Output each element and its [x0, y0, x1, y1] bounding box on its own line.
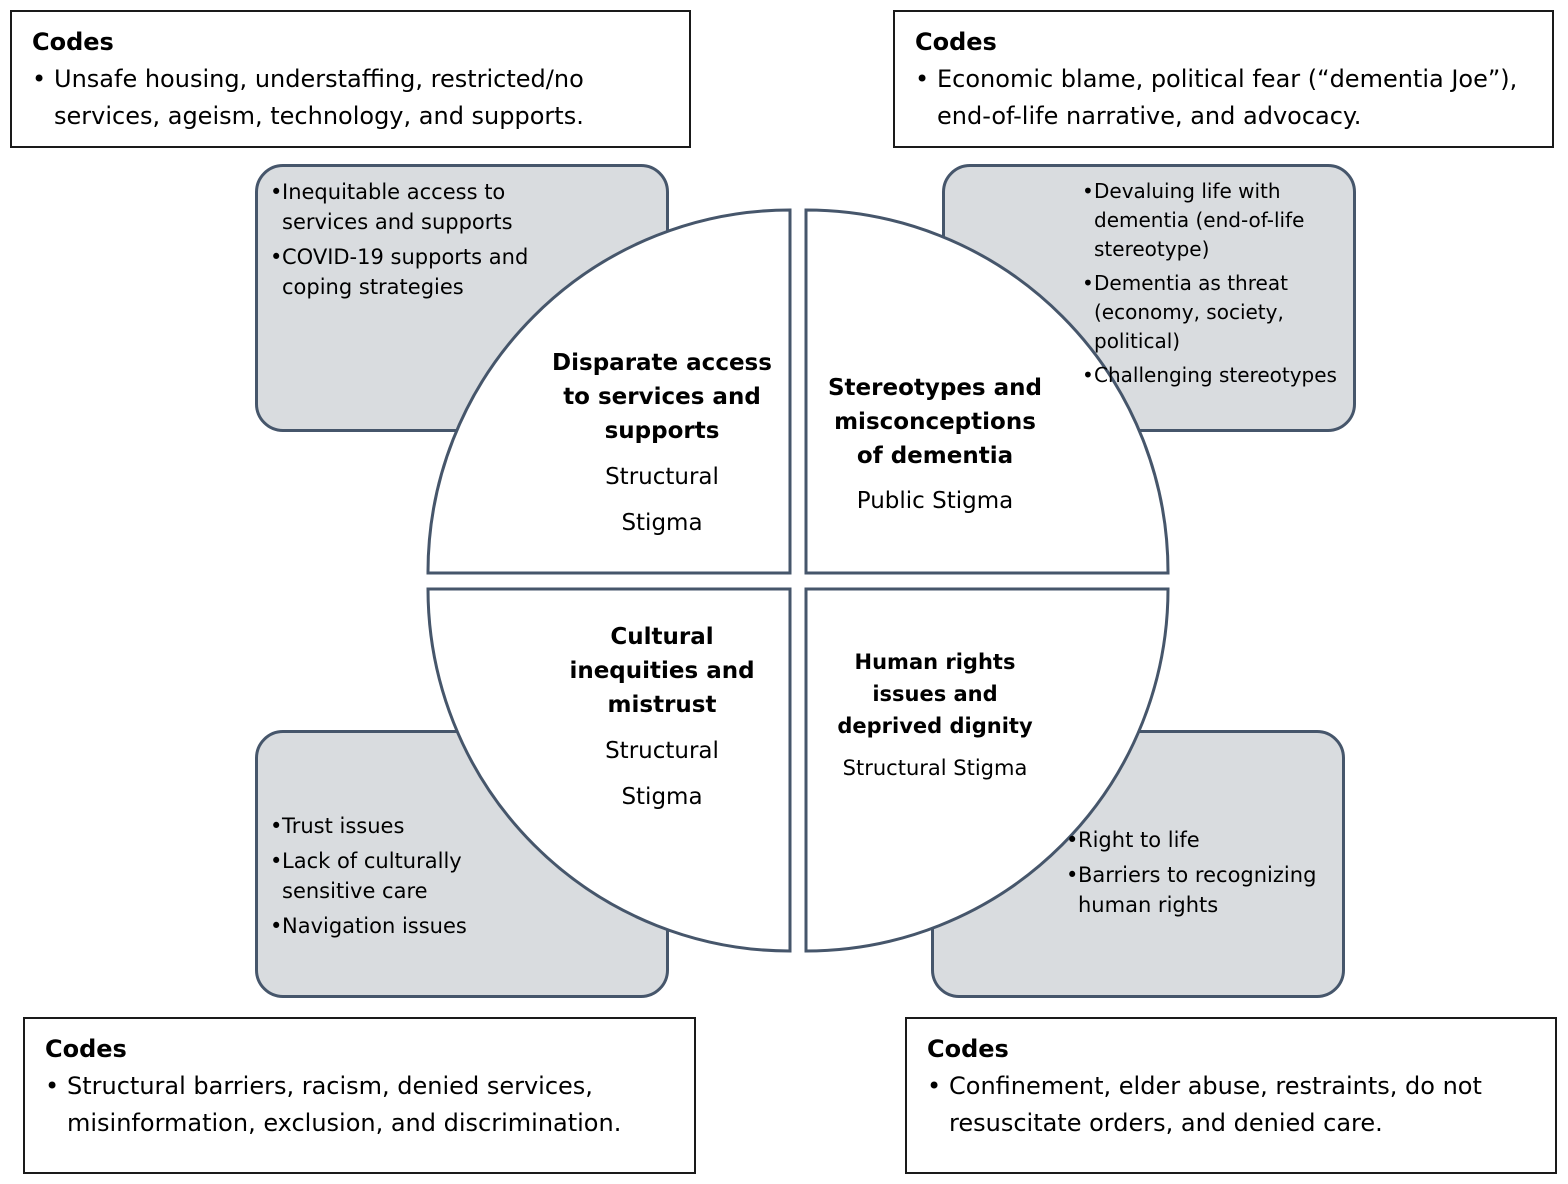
subtheme-list-top-right: Devaluing life with dementia (end-of-lif…: [1082, 177, 1342, 395]
quadrant-bottom-left: [426, 587, 792, 953]
subtheme-item: Navigation issues: [270, 911, 515, 941]
subtheme-list-top-left: Inequitable access to services and suppo…: [270, 177, 560, 307]
subtheme-item: Devaluing life with dementia (end-of-lif…: [1082, 177, 1342, 264]
codes-title: Codes: [45, 1035, 127, 1063]
subtheme-list-bottom-left: Trust issues Lack of culturally sensitiv…: [270, 811, 515, 946]
codes-text: Structural barriers, racism, denied serv…: [45, 1068, 674, 1142]
subtheme-item: Right to life: [1066, 825, 1341, 855]
stigma-type: Structural: [605, 464, 719, 490]
quadrant-label-bottom-left: Cultural inequities and mistrust Structu…: [563, 620, 761, 814]
codes-box-top-left: Codes Unsafe housing, understaffing, res…: [10, 10, 691, 148]
quadrant-label-top-right: Stereotypes and misconceptions of dement…: [826, 371, 1044, 518]
codes-box-bottom-left: Codes Structural barriers, racism, denie…: [23, 1017, 696, 1174]
theme-title: Cultural inequities and mistrust: [569, 624, 755, 718]
subtheme-item: Inequitable access to services and suppo…: [270, 177, 560, 237]
theme-title: Human rights issues and deprived dignity: [837, 650, 1033, 738]
theme-title: Stereotypes and misconceptions of dement…: [827, 375, 1042, 469]
subtheme-item: Dementia as threat (economy, society, po…: [1082, 269, 1342, 356]
codes-text: Economic blame, political fear (“dementi…: [915, 61, 1532, 135]
stigma-type: Stigma: [621, 784, 703, 810]
quadrant-top-right: [804, 208, 1170, 575]
codes-box-top-right: Codes Economic blame, political fear (“d…: [893, 10, 1554, 148]
subtheme-item: COVID-19 supports and coping strategies: [270, 242, 560, 302]
stigma-type: Stigma: [621, 510, 703, 536]
codes-text: Confinement, elder abuse, restraints, do…: [927, 1068, 1535, 1142]
quadrant-label-top-left: Disparate access to services and support…: [548, 346, 776, 540]
quadrant-bottom-right: [804, 587, 1170, 953]
quadrant-label-bottom-right: Human rights issues and deprived dignity…: [826, 646, 1044, 784]
stigma-type: Structural: [605, 738, 719, 764]
codes-box-bottom-right: Codes Confinement, elder abuse, restrain…: [905, 1017, 1557, 1174]
codes-text: Unsafe housing, understaffing, restricte…: [32, 61, 669, 135]
subtheme-item: Lack of culturally sensitive care: [270, 846, 515, 906]
subtheme-item: Barriers to recognizing human rights: [1066, 860, 1341, 920]
subtheme-item: Challenging stereotypes: [1082, 361, 1342, 390]
stigma-type: Structural Stigma: [842, 756, 1028, 780]
subtheme-item: Trust issues: [270, 811, 515, 841]
theme-title: Disparate access to services and support…: [552, 350, 772, 444]
stigma-type: Public Stigma: [856, 488, 1014, 514]
codes-title: Codes: [32, 28, 114, 56]
quadrant-top-left: [426, 208, 792, 575]
subtheme-list-bottom-right: Right to life Barriers to recognizing hu…: [1066, 825, 1341, 925]
codes-title: Codes: [927, 1035, 1009, 1063]
codes-title: Codes: [915, 28, 997, 56]
